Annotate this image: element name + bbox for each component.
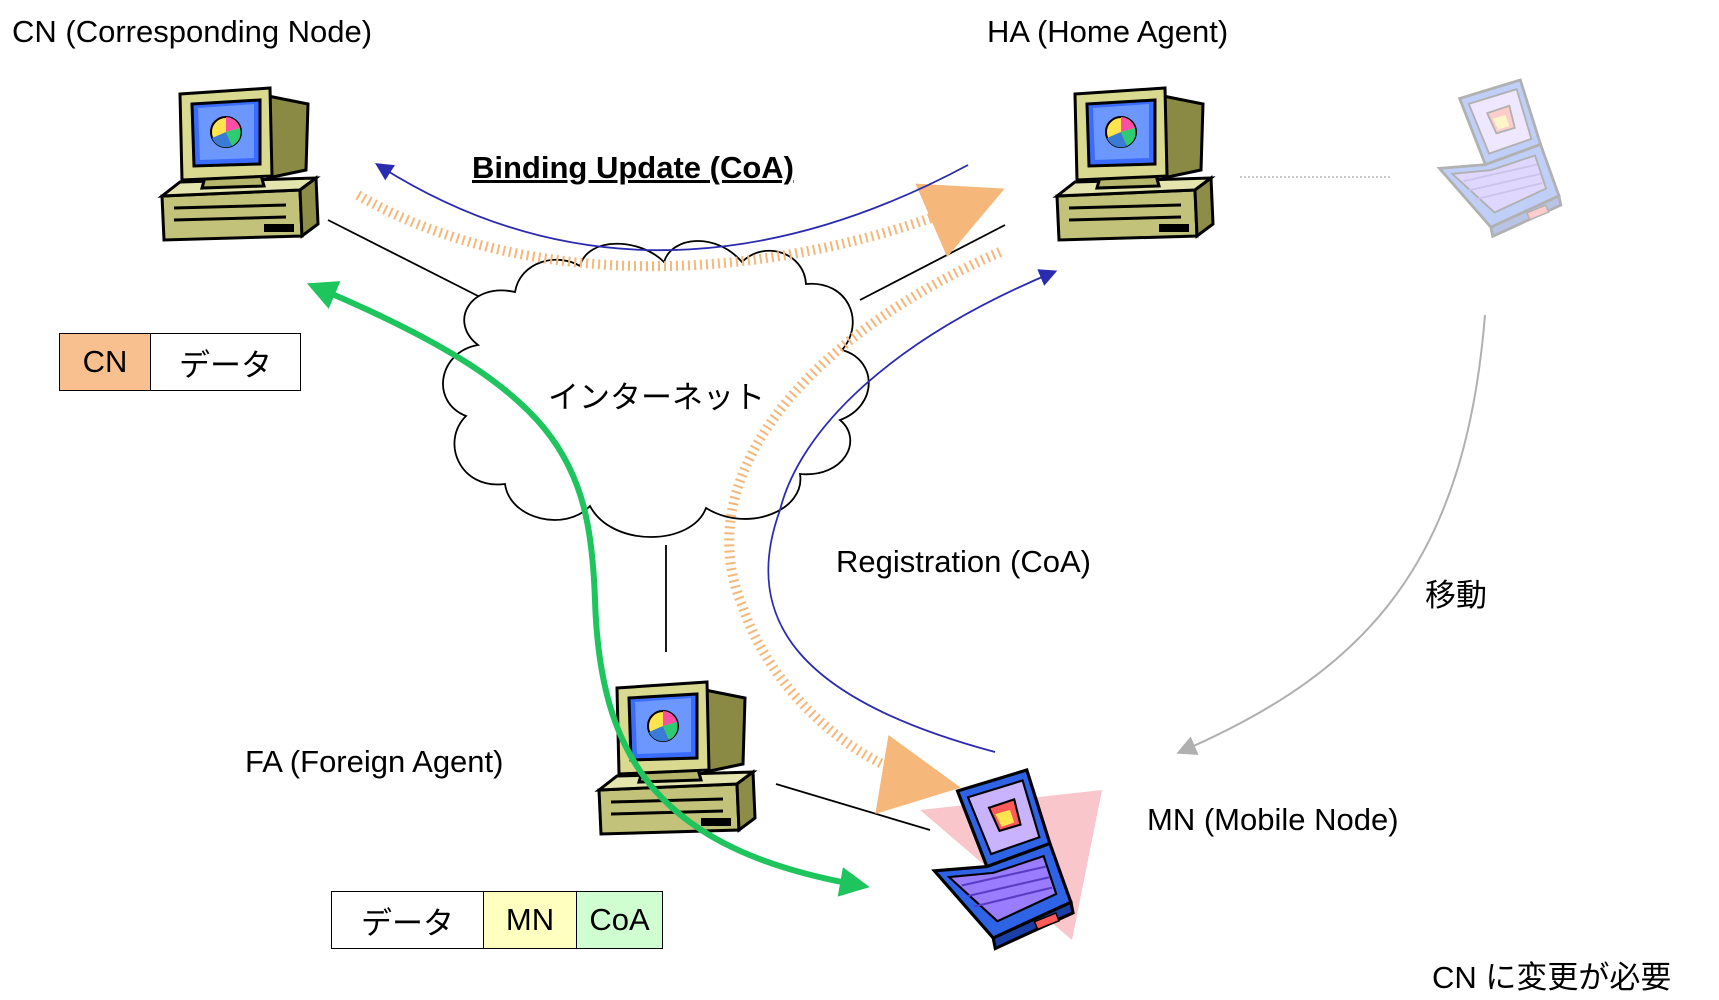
packet-payload: データ bbox=[150, 334, 300, 390]
packet-payload: データ bbox=[332, 892, 483, 948]
desktop-computer-icon bbox=[1055, 86, 1215, 242]
note-label: CN に変更が必要 bbox=[1432, 960, 1672, 995]
laptop-icon bbox=[1437, 78, 1563, 238]
internet-label: インターネット bbox=[548, 380, 765, 415]
packet-header-coa: CoA bbox=[576, 892, 662, 948]
packet-cn-data: CN データ bbox=[59, 333, 301, 391]
packet-header-cn: CN bbox=[60, 334, 150, 390]
registration-label: Registration (CoA) bbox=[836, 544, 1091, 579]
binding-update-label: Binding Update (CoA) bbox=[472, 150, 795, 185]
mn-label: MN (Mobile Node) bbox=[1147, 802, 1399, 837]
move-label: 移動 bbox=[1425, 578, 1487, 613]
packet-mn-coa: データ MN CoA bbox=[331, 891, 663, 949]
packet-header-mn: MN bbox=[483, 892, 576, 948]
ha-label: HA (Home Agent) bbox=[987, 14, 1229, 49]
cn-label: CN (Corresponding Node) bbox=[12, 14, 373, 49]
desktop-computer-icon bbox=[160, 86, 320, 242]
fa-label: FA (Foreign Agent) bbox=[245, 744, 504, 779]
